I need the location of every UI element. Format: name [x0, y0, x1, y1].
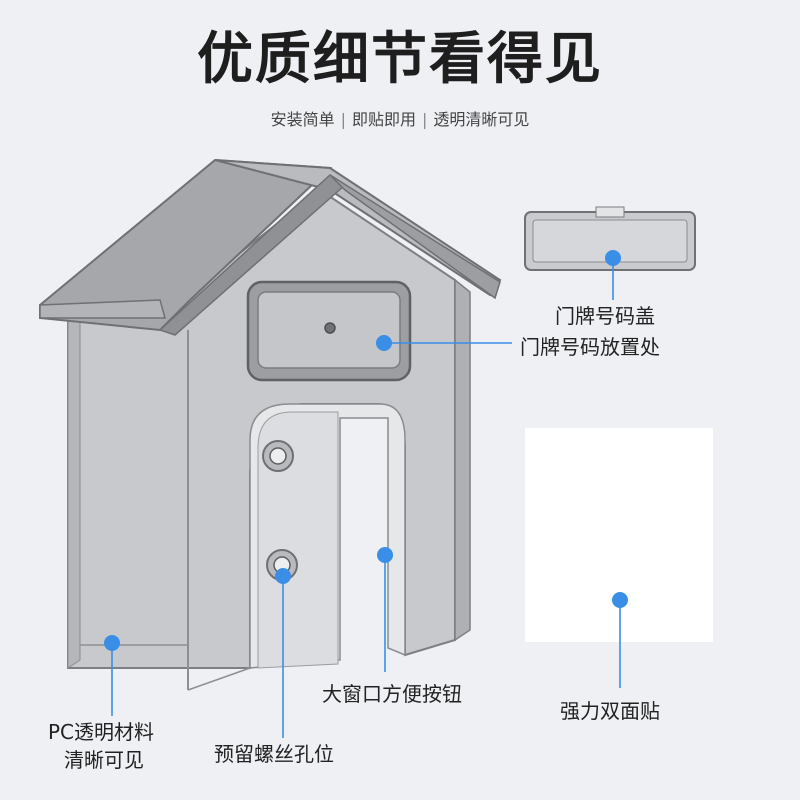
house-plate-slot	[246, 280, 412, 382]
label-big-window: 大窗口方便按钮	[322, 682, 462, 706]
dot-tape	[612, 592, 628, 608]
dot-plate-cover	[605, 250, 621, 266]
feature-transparent: 透明清晰可见	[433, 110, 530, 129]
label-material-line1: PC透明材料	[48, 720, 155, 744]
page-title: 优质细节看得见	[197, 27, 603, 92]
double-sided-tape	[525, 428, 713, 642]
feature-easy-install: 安装简单	[270, 110, 335, 129]
dot-big-window	[377, 547, 393, 563]
feature-subtitle: 安装简单 | 即贴即用 | 透明清晰可见	[0, 106, 800, 130]
feature-stick-and-use: 即贴即用	[351, 110, 416, 129]
dot-plate-slot	[376, 335, 392, 351]
screw-hole-top	[262, 440, 294, 472]
label-plate-cover: 门牌号码盖	[555, 304, 655, 328]
feature-separator: |	[340, 110, 346, 129]
label-material-line2: 清晰可见	[64, 748, 144, 772]
feature-separator: |	[422, 110, 428, 129]
label-screw-holes: 预留螺丝孔位	[214, 742, 334, 766]
callout-markers	[104, 250, 628, 738]
house-roof	[39, 158, 502, 336]
dot-material	[104, 635, 120, 651]
plate-cover-part	[524, 206, 696, 271]
dot-screw-holes	[275, 568, 291, 584]
label-tape: 强力双面贴	[560, 699, 660, 723]
label-plate-slot: 门牌号码放置处	[520, 335, 660, 359]
